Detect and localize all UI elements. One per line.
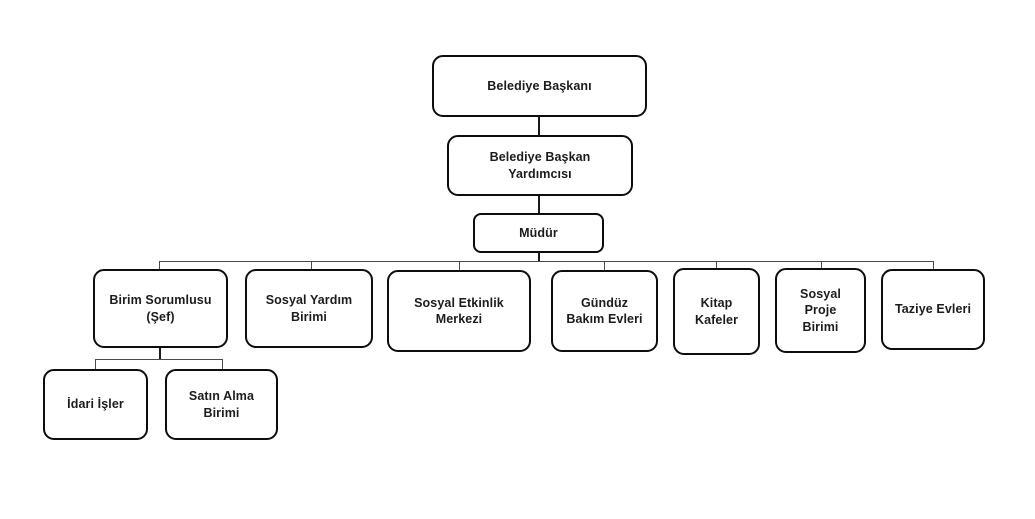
- org-node-label: Müdür: [519, 225, 558, 242]
- connector-mudur-down: [537, 252, 541, 262]
- label-line: Satın Alma: [188, 389, 255, 403]
- label-line: Müdür: [519, 225, 558, 240]
- label-line: Kafeler: [694, 312, 739, 327]
- org-node-kitap-kafeler: Kitap Kafeler: [673, 268, 760, 355]
- label-line: Kitap: [700, 296, 733, 310]
- label-line: Bakım Evleri: [566, 312, 643, 326]
- org-node-label: Sosyal Etkinlik Merkezi: [414, 295, 504, 328]
- connector-baskani-yardimcisi: [538, 116, 540, 136]
- org-node-label: Taziye Evleri: [895, 301, 971, 318]
- connector-sef-down: [159, 347, 161, 360]
- connector-stub-birim-sorumlusu: [159, 261, 161, 270]
- label-line: Merkezi: [435, 312, 483, 326]
- connector-children-rail: [159, 260, 934, 262]
- org-node-taziye-evleri: Taziye Evleri: [881, 269, 985, 350]
- label-line: Belediye Başkanı: [487, 78, 592, 93]
- connector-stub-taziye-evleri: [932, 261, 934, 270]
- org-node-idari-isler: İdari İşler: [43, 369, 148, 440]
- connector-sef-children-rail: [95, 359, 223, 361]
- connector-stub-satin-alma: [221, 360, 223, 370]
- org-node-sosyal-proje-birimi: Sosyal Proje Birimi: [775, 268, 866, 353]
- connector-stub-sosyal-etkinlik: [459, 261, 461, 271]
- label-line: Sosyal Etkinlik: [414, 295, 504, 310]
- label-line: Birim Sorumlusu: [109, 293, 212, 307]
- label-line: İdari İşler: [67, 397, 124, 412]
- connector-stub-sosyal-proje: [821, 261, 823, 269]
- label-line: Sosyal Yardım: [265, 293, 353, 307]
- org-node-mudur: Müdür: [473, 213, 604, 253]
- connector-stub-sosyal-yardim: [310, 261, 312, 270]
- org-node-belediye-baskan-yardimcisi: Belediye Başkan Yardımcısı: [447, 135, 633, 196]
- org-node-label: Gündüz Bakım Evleri: [566, 295, 642, 328]
- org-node-label: Belediye Başkanı: [487, 78, 591, 95]
- org-node-label: Birim Sorumlusu (Şef): [109, 292, 211, 325]
- org-node-label: Belediye Başkan Yardımcısı: [490, 149, 591, 182]
- org-node-gunduz-bakim-evleri: Gündüz Bakım Evleri: [551, 270, 658, 352]
- label-line: Proje: [804, 303, 837, 318]
- org-node-satin-alma-birimi: Satın Alma Birimi: [165, 369, 278, 440]
- label-line: Birimi: [203, 405, 240, 420]
- label-line: Gündüz: [580, 295, 629, 310]
- org-node-birim-sorumlusu-sef: Birim Sorumlusu (Şef): [93, 269, 228, 348]
- org-node-label: Sosyal Yardım Birimi: [266, 292, 353, 325]
- label-line: Taziye Evleri: [894, 302, 972, 317]
- label-line: Sosyal: [800, 286, 841, 301]
- org-node-label: Satın Alma Birimi: [189, 388, 254, 421]
- label-line: (Şef): [146, 309, 175, 324]
- org-node-label: Sosyal Proje Birimi: [800, 286, 841, 336]
- connector-stub-kitap-kafeler: [716, 261, 718, 269]
- label-line: Birimi: [290, 309, 327, 324]
- org-node-sosyal-yardim-birimi: Sosyal Yardım Birimi: [245, 269, 373, 348]
- org-node-label: İdari İşler: [67, 396, 124, 413]
- connector-yardimcisi-mudur: [538, 195, 540, 214]
- org-node-label: Kitap Kafeler: [695, 295, 738, 328]
- label-line: Belediye Başkan: [489, 150, 591, 164]
- connector-stub-idari-isler: [95, 360, 97, 370]
- org-node-sosyal-etkinlik-merkezi: Sosyal Etkinlik Merkezi: [387, 270, 531, 352]
- connector-stub-gunduz-bakim: [603, 261, 605, 271]
- label-line: Birimi: [802, 319, 839, 334]
- label-line: Yardımcısı: [508, 166, 572, 181]
- org-node-belediye-baskani: Belediye Başkanı: [432, 55, 647, 117]
